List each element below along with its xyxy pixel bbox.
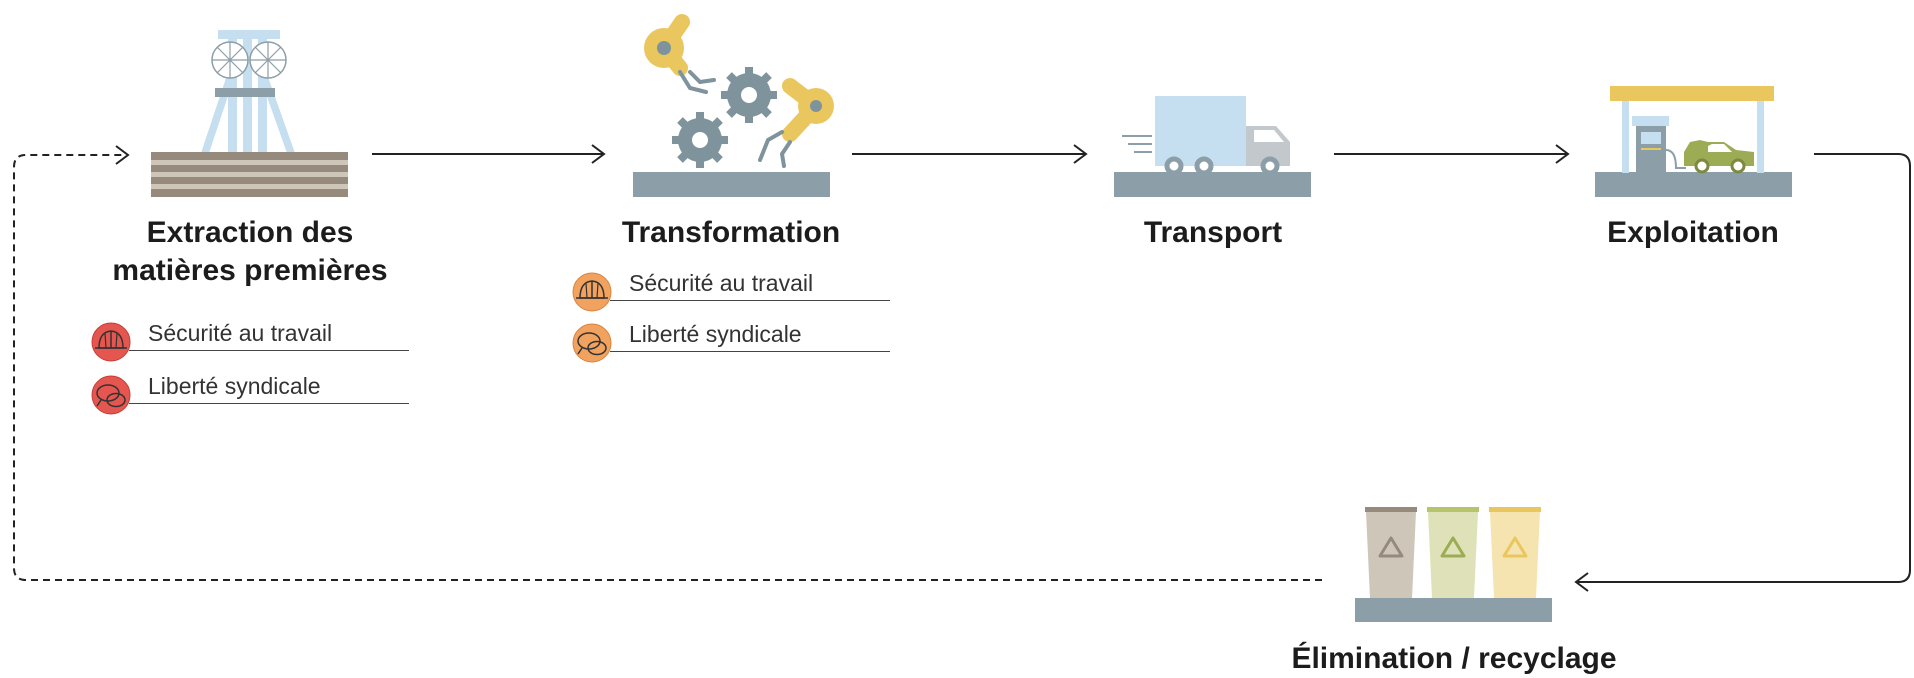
risk-label: Liberté syndicale <box>629 321 802 347</box>
delivery-truck-icon <box>1114 96 1311 197</box>
risk-item-transformation-union: Liberté syndicale <box>572 319 892 365</box>
stage-title-transformation: Transformation <box>621 216 841 249</box>
stage-title-extraction: Extraction des matières premières <box>84 214 416 290</box>
recycling-loop-arrowhead <box>115 145 130 165</box>
risk-label: Sécurité au travail <box>629 270 814 296</box>
speech-bubbles-icon <box>91 375 131 415</box>
hard-hat-icon <box>572 272 612 312</box>
flow-arrows <box>13 144 1911 592</box>
risk-label: Sécurité au travail <box>148 320 333 346</box>
arrow-transformation-to-transport <box>852 144 1088 164</box>
arrow-extraction-to-transformation <box>372 144 606 164</box>
stage-title-extraction-line1: Extraction des <box>146 216 354 249</box>
risk-underline <box>129 350 409 351</box>
stage-title-elimination: Élimination / recyclage <box>1291 642 1617 675</box>
risk-label: Liberté syndicale <box>148 373 321 399</box>
risk-underline <box>610 351 890 352</box>
arrow-recycling-loop <box>13 154 1322 581</box>
speech-bubbles-icon <box>572 323 612 363</box>
arrow-exploitation-to-elimination <box>1574 153 1911 592</box>
recycling-bins-icon <box>1355 507 1552 622</box>
stage-title-exploitation: Exploitation <box>1607 216 1779 249</box>
stage-title-extraction-line2: matières premières <box>112 254 388 287</box>
fuel-station-icon <box>1595 86 1792 197</box>
robot-arms-and-gears-icon <box>633 14 834 197</box>
risk-underline <box>129 403 409 404</box>
risk-item-extraction-union: Liberté syndicale <box>91 371 411 417</box>
mine-headframe-icon <box>151 30 348 197</box>
risk-item-transformation-safety: Sécurité au travail <box>572 268 892 314</box>
risk-underline <box>610 300 890 301</box>
stage-title-transport: Transport <box>1143 216 1283 249</box>
risk-item-extraction-safety: Sécurité au travail <box>91 318 411 364</box>
hard-hat-icon <box>91 322 131 362</box>
arrow-transport-to-exploitation <box>1334 144 1570 164</box>
